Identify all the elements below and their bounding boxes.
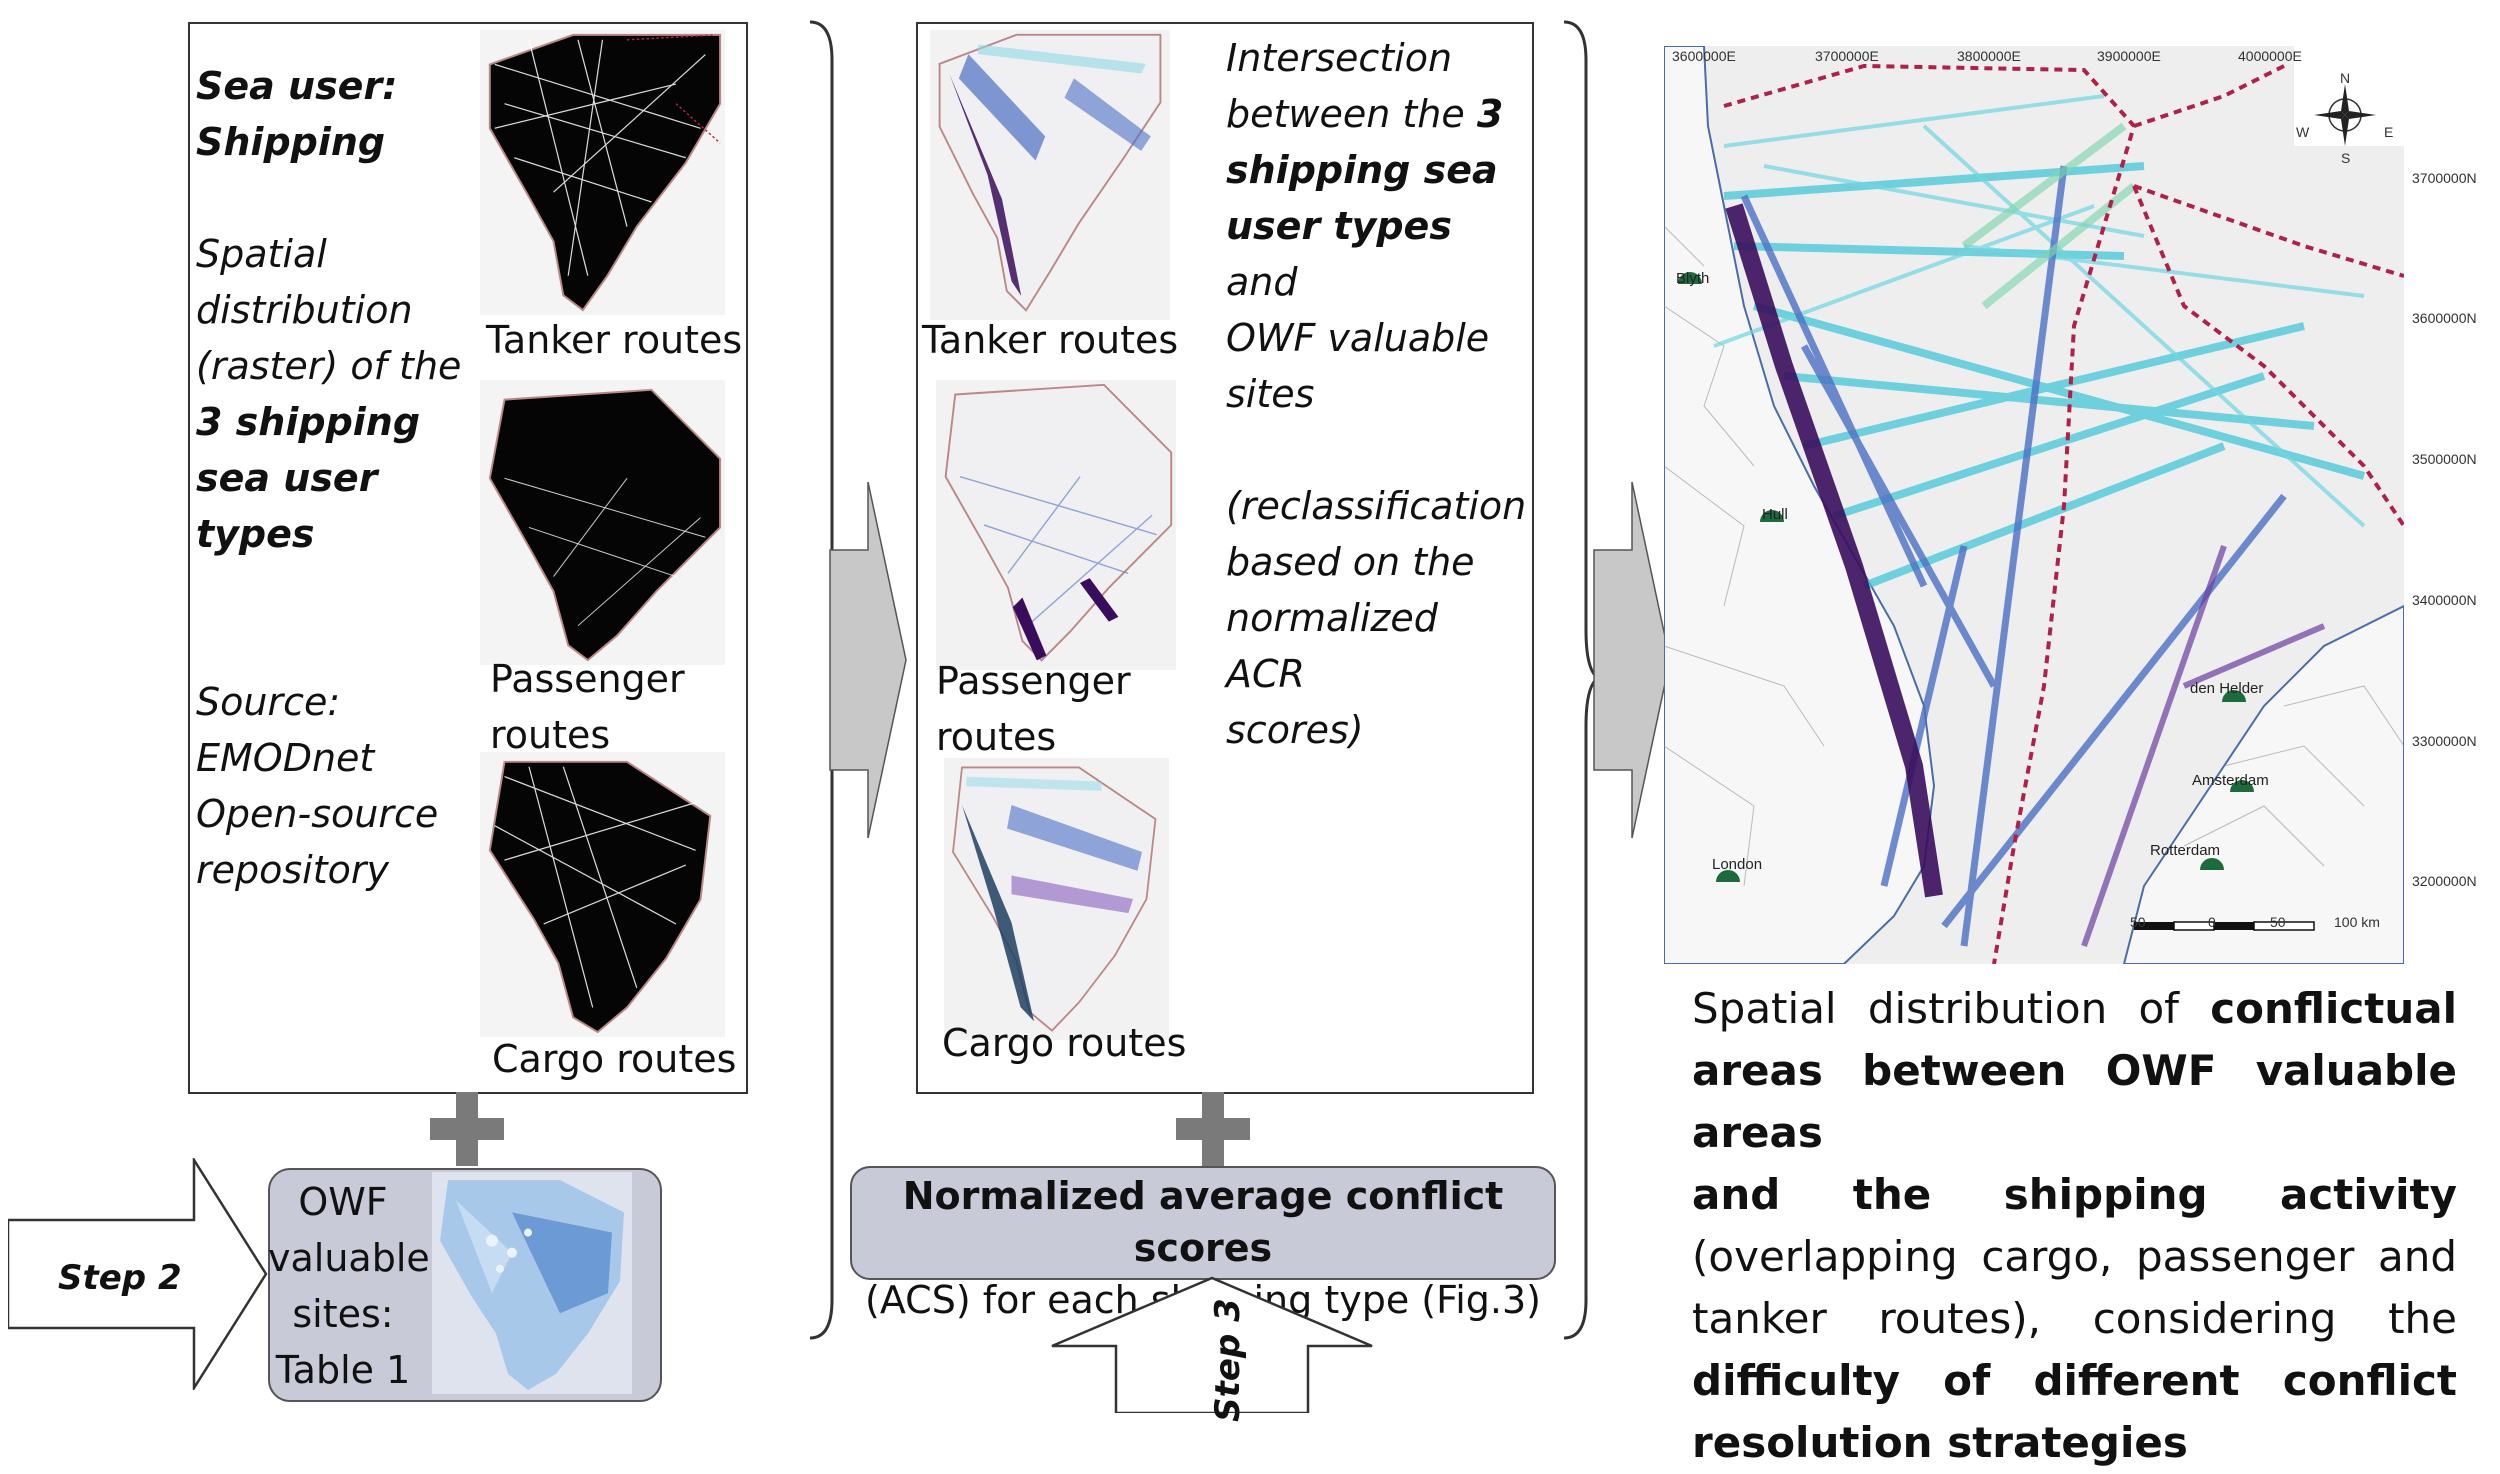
step2-arrow — [8, 1158, 268, 1390]
map-x-tick: 4000000E — [2238, 48, 2302, 64]
city-label: London — [1712, 856, 1763, 873]
scale-label: 50 — [2270, 914, 2286, 930]
panel2-text-line6: sites — [1226, 372, 1315, 416]
plus-icon — [430, 1092, 504, 1166]
owf-box-text: OWF valuable sites: Table 1 — [268, 1168, 430, 1398]
step2-label: Step 2 — [58, 1258, 182, 1298]
passenger-intersection-map — [936, 380, 1176, 670]
big-arrow-2 — [1593, 481, 1671, 839]
panel1-desc-bold1: 3 shipping — [196, 400, 421, 444]
compass-n: N — [2340, 70, 2351, 86]
city-label: Amsterdam — [2192, 772, 2269, 789]
panel1-label-passenger-1: Passenger — [490, 657, 685, 701]
panel2-text-bold1: shipping sea — [1226, 148, 1498, 192]
compass-e: E — [2384, 124, 2394, 140]
caption-l1b: conflictual — [2210, 984, 2457, 1033]
plus-icon — [1176, 1092, 1250, 1166]
panel2-text-line2b: 3 — [1476, 92, 1504, 136]
cargo-intersection-map — [944, 758, 1169, 1040]
panel2-recl-line2: based on the — [1226, 540, 1475, 584]
step3-arrow — [1051, 1276, 1373, 1413]
panel1-desc-bold3: types — [196, 512, 315, 556]
owf-line3: sites: — [292, 1292, 394, 1336]
caption-l5: tanker routes), considering the — [1692, 1294, 2457, 1343]
caption-l2: areas between OWF valuable areas — [1692, 1046, 2457, 1157]
compass-s: S — [2341, 150, 2351, 166]
panel2-text-line4a: user types — [1226, 204, 1452, 248]
tanker-raster-map — [480, 30, 725, 315]
panel1-text: Sea user: Shipping Spatial distribution … — [196, 58, 496, 898]
panel1-desc-line1: Spatial — [196, 232, 327, 276]
panel2-text-line5: OWF valuable — [1226, 316, 1490, 360]
panel1-title-line1: Sea user: — [196, 64, 398, 108]
passenger-raster-map — [480, 380, 725, 665]
panel2-text-line1: Intersection — [1226, 36, 1453, 80]
owf-line1: OWF — [298, 1180, 388, 1224]
panel1-source-line2: EMODnet — [196, 736, 375, 780]
map-x-tick: 3700000E — [1815, 48, 1879, 64]
scale-bar — [2134, 921, 2315, 931]
owf-sites-map — [432, 1172, 632, 1394]
panel1-source-line1: Source: — [196, 680, 341, 724]
panel2-text-line2a: between the — [1226, 92, 1477, 136]
big-arrow-1 — [829, 481, 907, 839]
panel2-recl-line3: normalized ACR — [1226, 596, 1438, 696]
city-label: Blyth — [1676, 270, 1710, 287]
panel1-label-cargo: Cargo routes — [492, 1037, 737, 1081]
city-label: Hull — [1762, 506, 1788, 523]
panel2-label-passenger-1: Passenger — [936, 659, 1131, 703]
panel2-recl-line1: (reclassification — [1226, 484, 1527, 528]
acs-line1: Normalized average conflict scores — [902, 1174, 1504, 1270]
panel2-label-passenger-2: routes — [936, 715, 1057, 759]
panel2-label-cargo: Cargo routes — [942, 1021, 1187, 1065]
panel1-desc-bold2: sea user — [196, 456, 378, 500]
panel1-label-passenger-2: routes — [490, 713, 611, 757]
owf-line4: Table 1 — [275, 1348, 411, 1392]
panel2-text: Intersection between the 3 shipping sea … — [1226, 30, 1526, 758]
acs-box — [850, 1166, 1556, 1280]
caption-l3: and the shipping activity — [1692, 1170, 2457, 1219]
tanker-intersection-map — [930, 30, 1170, 320]
step3-label: Step 3 — [1207, 1298, 1248, 1422]
owf-line2: valuable — [268, 1236, 430, 1280]
map-y-tick: 3200000N — [2412, 873, 2477, 889]
scale-label: 0 — [2208, 914, 2216, 930]
caption-l1a: Spatial distribution of — [1692, 984, 2211, 1033]
panel2-recl-line4: scores) — [1226, 708, 1364, 752]
panel1-title-line2: Shipping — [196, 120, 386, 164]
map-y-tick: 3700000N — [2412, 170, 2477, 186]
cargo-raster-map — [480, 752, 725, 1037]
compass-w: W — [2296, 124, 2310, 140]
caption-l7: resolution strategies — [1692, 1418, 2188, 1467]
panel1-desc-line3: (raster) of the — [196, 344, 462, 388]
map-y-tick: 3300000N — [2412, 733, 2477, 749]
compass-icon — [2314, 84, 2376, 146]
panel2-label-tanker: Tanker routes — [922, 318, 1179, 362]
city-label: Rotterdam — [2150, 842, 2221, 859]
panel1-label-tanker: Tanker routes — [486, 318, 743, 362]
city-label: den Helder — [2190, 680, 2264, 697]
map-y-tick: 3400000N — [2412, 592, 2477, 608]
scale-label: 50 — [2130, 914, 2146, 930]
map-y-tick: 3600000N — [2412, 310, 2477, 326]
scale-label: 100 km — [2334, 914, 2380, 930]
map-x-tick: 3900000E — [2097, 48, 2161, 64]
panel1-source-line3: Open-source — [196, 792, 439, 836]
panel1-source-line4: repository — [196, 848, 389, 892]
map-y-tick: 3500000N — [2412, 451, 2477, 467]
panel1-desc-line2: distribution — [196, 288, 413, 332]
caption-l6: difficulty of different conflict — [1692, 1356, 2457, 1405]
conflict-map — [1664, 46, 2404, 964]
caption-l4: (overlapping cargo, passenger and — [1692, 1232, 2457, 1281]
map-x-tick: 3800000E — [1957, 48, 2021, 64]
panel2-text-line4b: and — [1226, 260, 1298, 304]
map-x-tick: 3600000E — [1672, 48, 1736, 64]
map-caption: Spatial distribution of conflictual area… — [1692, 978, 2457, 1474]
